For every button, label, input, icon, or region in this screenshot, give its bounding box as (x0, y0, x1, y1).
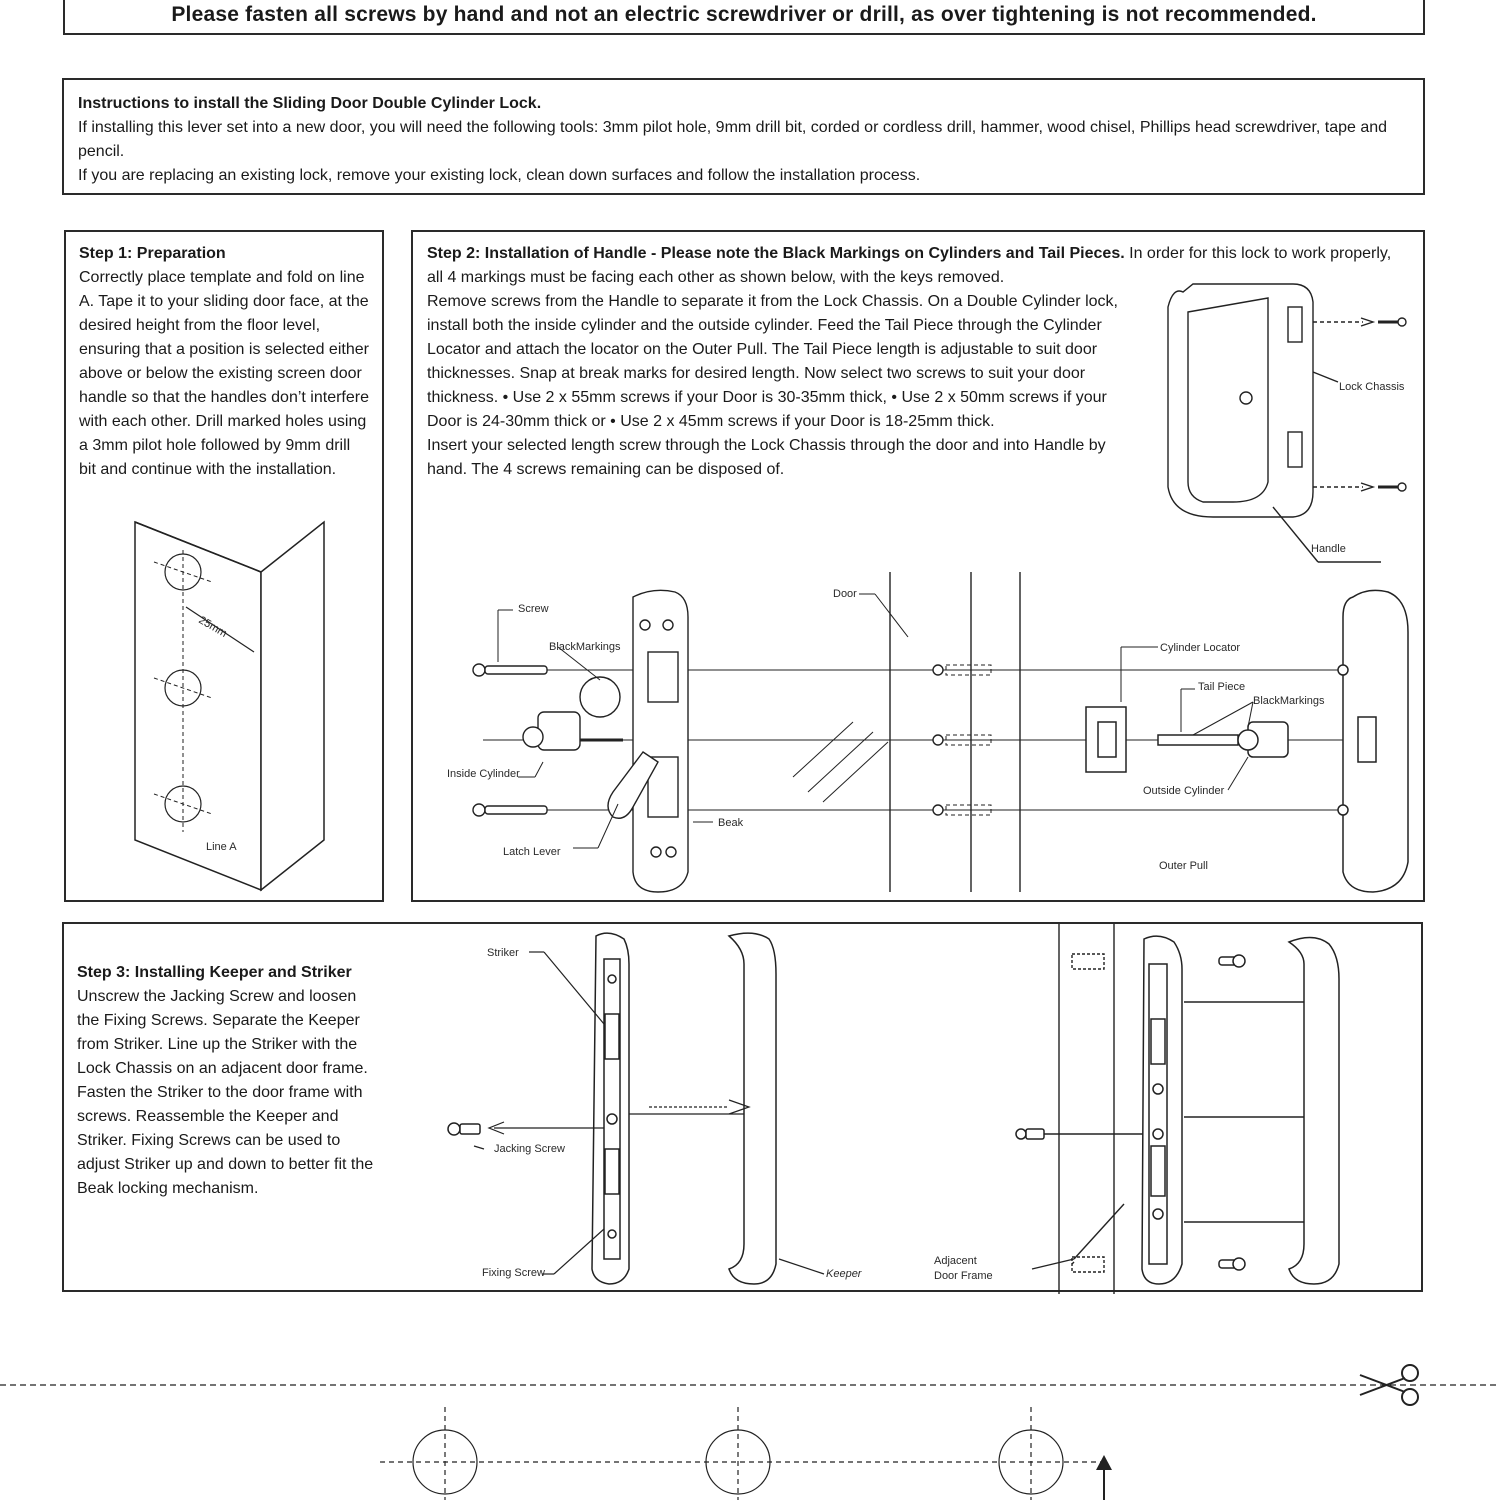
step3-heading: Step 3: Installing Keeper and Striker (77, 964, 352, 981)
step1-panel: Step 1: Preparation Correctly place temp… (64, 230, 384, 902)
label-beak: Beak (718, 817, 744, 829)
step2-line-45: Door is 24-30mm thick or • Use 2 x 45mm … (427, 413, 995, 430)
label-striker: Striker (487, 947, 519, 959)
step2-heading: Step 2: Installation of Handle - Please … (427, 245, 1125, 262)
step2-diagram: Lock Chassis Handle Door (447, 283, 1409, 893)
warning-text: Please fasten all screws by hand and not… (171, 3, 1317, 26)
step2-line-install: install both the inside cylinder and the… (427, 317, 1102, 334)
step1-body: Correctly place template and fold on lin… (79, 269, 369, 478)
step1-heading: Step 1: Preparation (79, 245, 226, 262)
label-keeper: Keeper (826, 1268, 863, 1280)
step2-line-locator: Locator and attach the locator on the Ou… (427, 341, 1098, 358)
step2-heading-rest: In order for this lock to work properly,… (427, 245, 1392, 286)
step2-line-snap: thicknesses. Snap at break marks for des… (427, 365, 1086, 382)
label-inside-cylinder: Inside Cylinder (447, 768, 520, 780)
line-a-label: Line A (206, 841, 237, 853)
label-tail-piece: Tail Piece (1198, 681, 1245, 693)
step1-text: Step 1: Preparation Correctly place temp… (79, 242, 369, 482)
label-latch-lever: Latch Lever (503, 846, 561, 858)
cut-template (0, 1364, 1500, 1500)
label-screw: Screw (518, 603, 549, 615)
step3-body: Unscrew the Jacking Screw and loosen the… (77, 988, 374, 1197)
step2-text: Step 2: Installation of Handle - Please … (427, 242, 1407, 482)
intro-title: Instructions to install the Sliding Door… (78, 95, 542, 112)
warning-banner: Please fasten all screws by hand and not… (63, 0, 1425, 35)
step2-line-55: thickness. • Use 2 x 55mm screws if your… (427, 389, 1107, 406)
step1-diagram: 25mm Line A (134, 520, 325, 892)
label-cylinder-locator: Cylinder Locator (1160, 642, 1240, 654)
step2-panel: Step 2: Installation of Handle - Please … (411, 230, 1425, 902)
label-black-markings-right: BlackMarkings (1253, 695, 1325, 707)
scissors-icon (1359, 1364, 1419, 1406)
label-black-markings-left: BlackMarkings (549, 641, 621, 653)
label-fixing-screw: Fixing Screw (482, 1267, 545, 1279)
intro-panel: Instructions to install the Sliding Door… (62, 78, 1425, 195)
label-jacking-screw: Jacking Screw (494, 1143, 565, 1155)
step3-panel: Step 3: Installing Keeper and Striker Un… (62, 922, 1423, 1294)
label-outside-cylinder: Outside Cylinder (1143, 785, 1225, 797)
label-outer-pull: Outer Pull (1159, 860, 1208, 872)
step2-line-hand: hand. The 4 screws remaining can be disp… (427, 461, 785, 478)
label-adjacent: Adjacent (934, 1255, 977, 1267)
label-handle: Handle (1311, 543, 1346, 555)
step2-line-remove: Remove screws from the Handle to separat… (427, 293, 1118, 310)
intro-tools: If installing this lever set into a new … (78, 119, 1388, 160)
intro-replace: If you are replacing an existing lock, r… (78, 167, 921, 184)
label-lock-chassis: Lock Chassis (1339, 381, 1405, 393)
step3-text: Step 3: Installing Keeper and Striker Un… (77, 961, 377, 1201)
label-door: Door (833, 588, 857, 600)
step2-line-insert: Insert your selected length screw throug… (427, 437, 1106, 454)
step3-diagram: Striker Jacking Screw Fixing Screw Keepe… (447, 924, 1340, 1294)
label-door-frame: Door Frame (934, 1270, 993, 1282)
